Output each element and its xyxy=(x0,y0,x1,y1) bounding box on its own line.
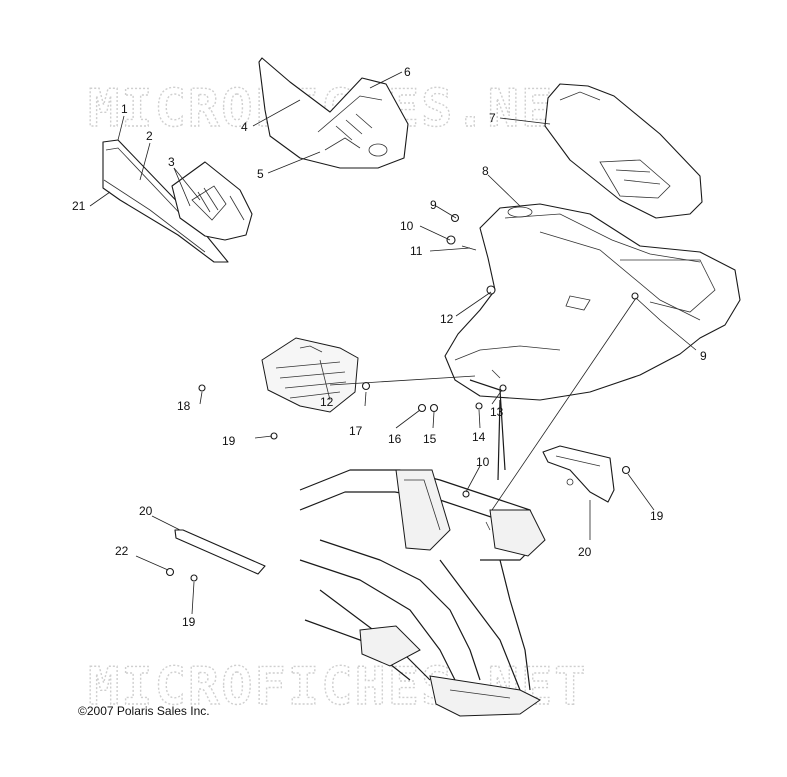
callout-4: 4 xyxy=(241,120,248,134)
callout-13: 13 xyxy=(490,405,504,419)
callout-2: 2 xyxy=(146,129,153,143)
callout-14: 14 xyxy=(472,430,486,444)
callout-10a: 10 xyxy=(400,219,414,233)
callout-19c: 19 xyxy=(650,509,664,523)
callout-12b: 12 xyxy=(320,395,334,409)
callout-3: 3 xyxy=(168,155,175,169)
callout-10b: 10 xyxy=(476,455,490,469)
callout-16: 16 xyxy=(388,432,402,446)
callout-11: 11 xyxy=(410,244,423,258)
upper-shield xyxy=(258,57,409,169)
rear-rack-cover xyxy=(544,83,703,219)
main-body-seat xyxy=(444,203,741,401)
fasteners xyxy=(165,213,639,582)
callout-7: 7 xyxy=(489,111,496,125)
skid-plate-right xyxy=(542,445,615,503)
callout-21: 21 xyxy=(72,199,86,213)
callout-19b: 19 xyxy=(182,615,196,629)
callout-18: 18 xyxy=(177,399,191,413)
left-fender-panel xyxy=(171,161,253,241)
callout-9b: 9 xyxy=(700,349,707,363)
footwell-guard xyxy=(261,337,359,413)
copyright-text: ©2007 Polaris Sales Inc. xyxy=(78,704,210,718)
callout-6: 6 xyxy=(404,65,411,79)
callout-12a: 12 xyxy=(440,312,454,326)
leader-lines xyxy=(89,71,697,615)
callout-20a: 20 xyxy=(139,504,153,518)
callout-19a: 19 xyxy=(222,434,236,448)
callout-15: 15 xyxy=(423,432,437,446)
callout-labels: 1 2 3 4 5 6 7 8 9 9 10 10 11 12 12 13 14… xyxy=(72,65,707,629)
callout-22: 22 xyxy=(115,544,129,558)
callout-9a: 9 xyxy=(430,198,437,212)
callout-8: 8 xyxy=(482,164,489,178)
callout-5: 5 xyxy=(257,167,264,181)
skid-plate-left xyxy=(174,529,266,575)
frame xyxy=(299,379,546,717)
callout-20b: 20 xyxy=(578,545,592,559)
callout-17: 17 xyxy=(349,424,363,438)
left-side-panel xyxy=(102,139,229,263)
callout-1: 1 xyxy=(121,102,128,116)
